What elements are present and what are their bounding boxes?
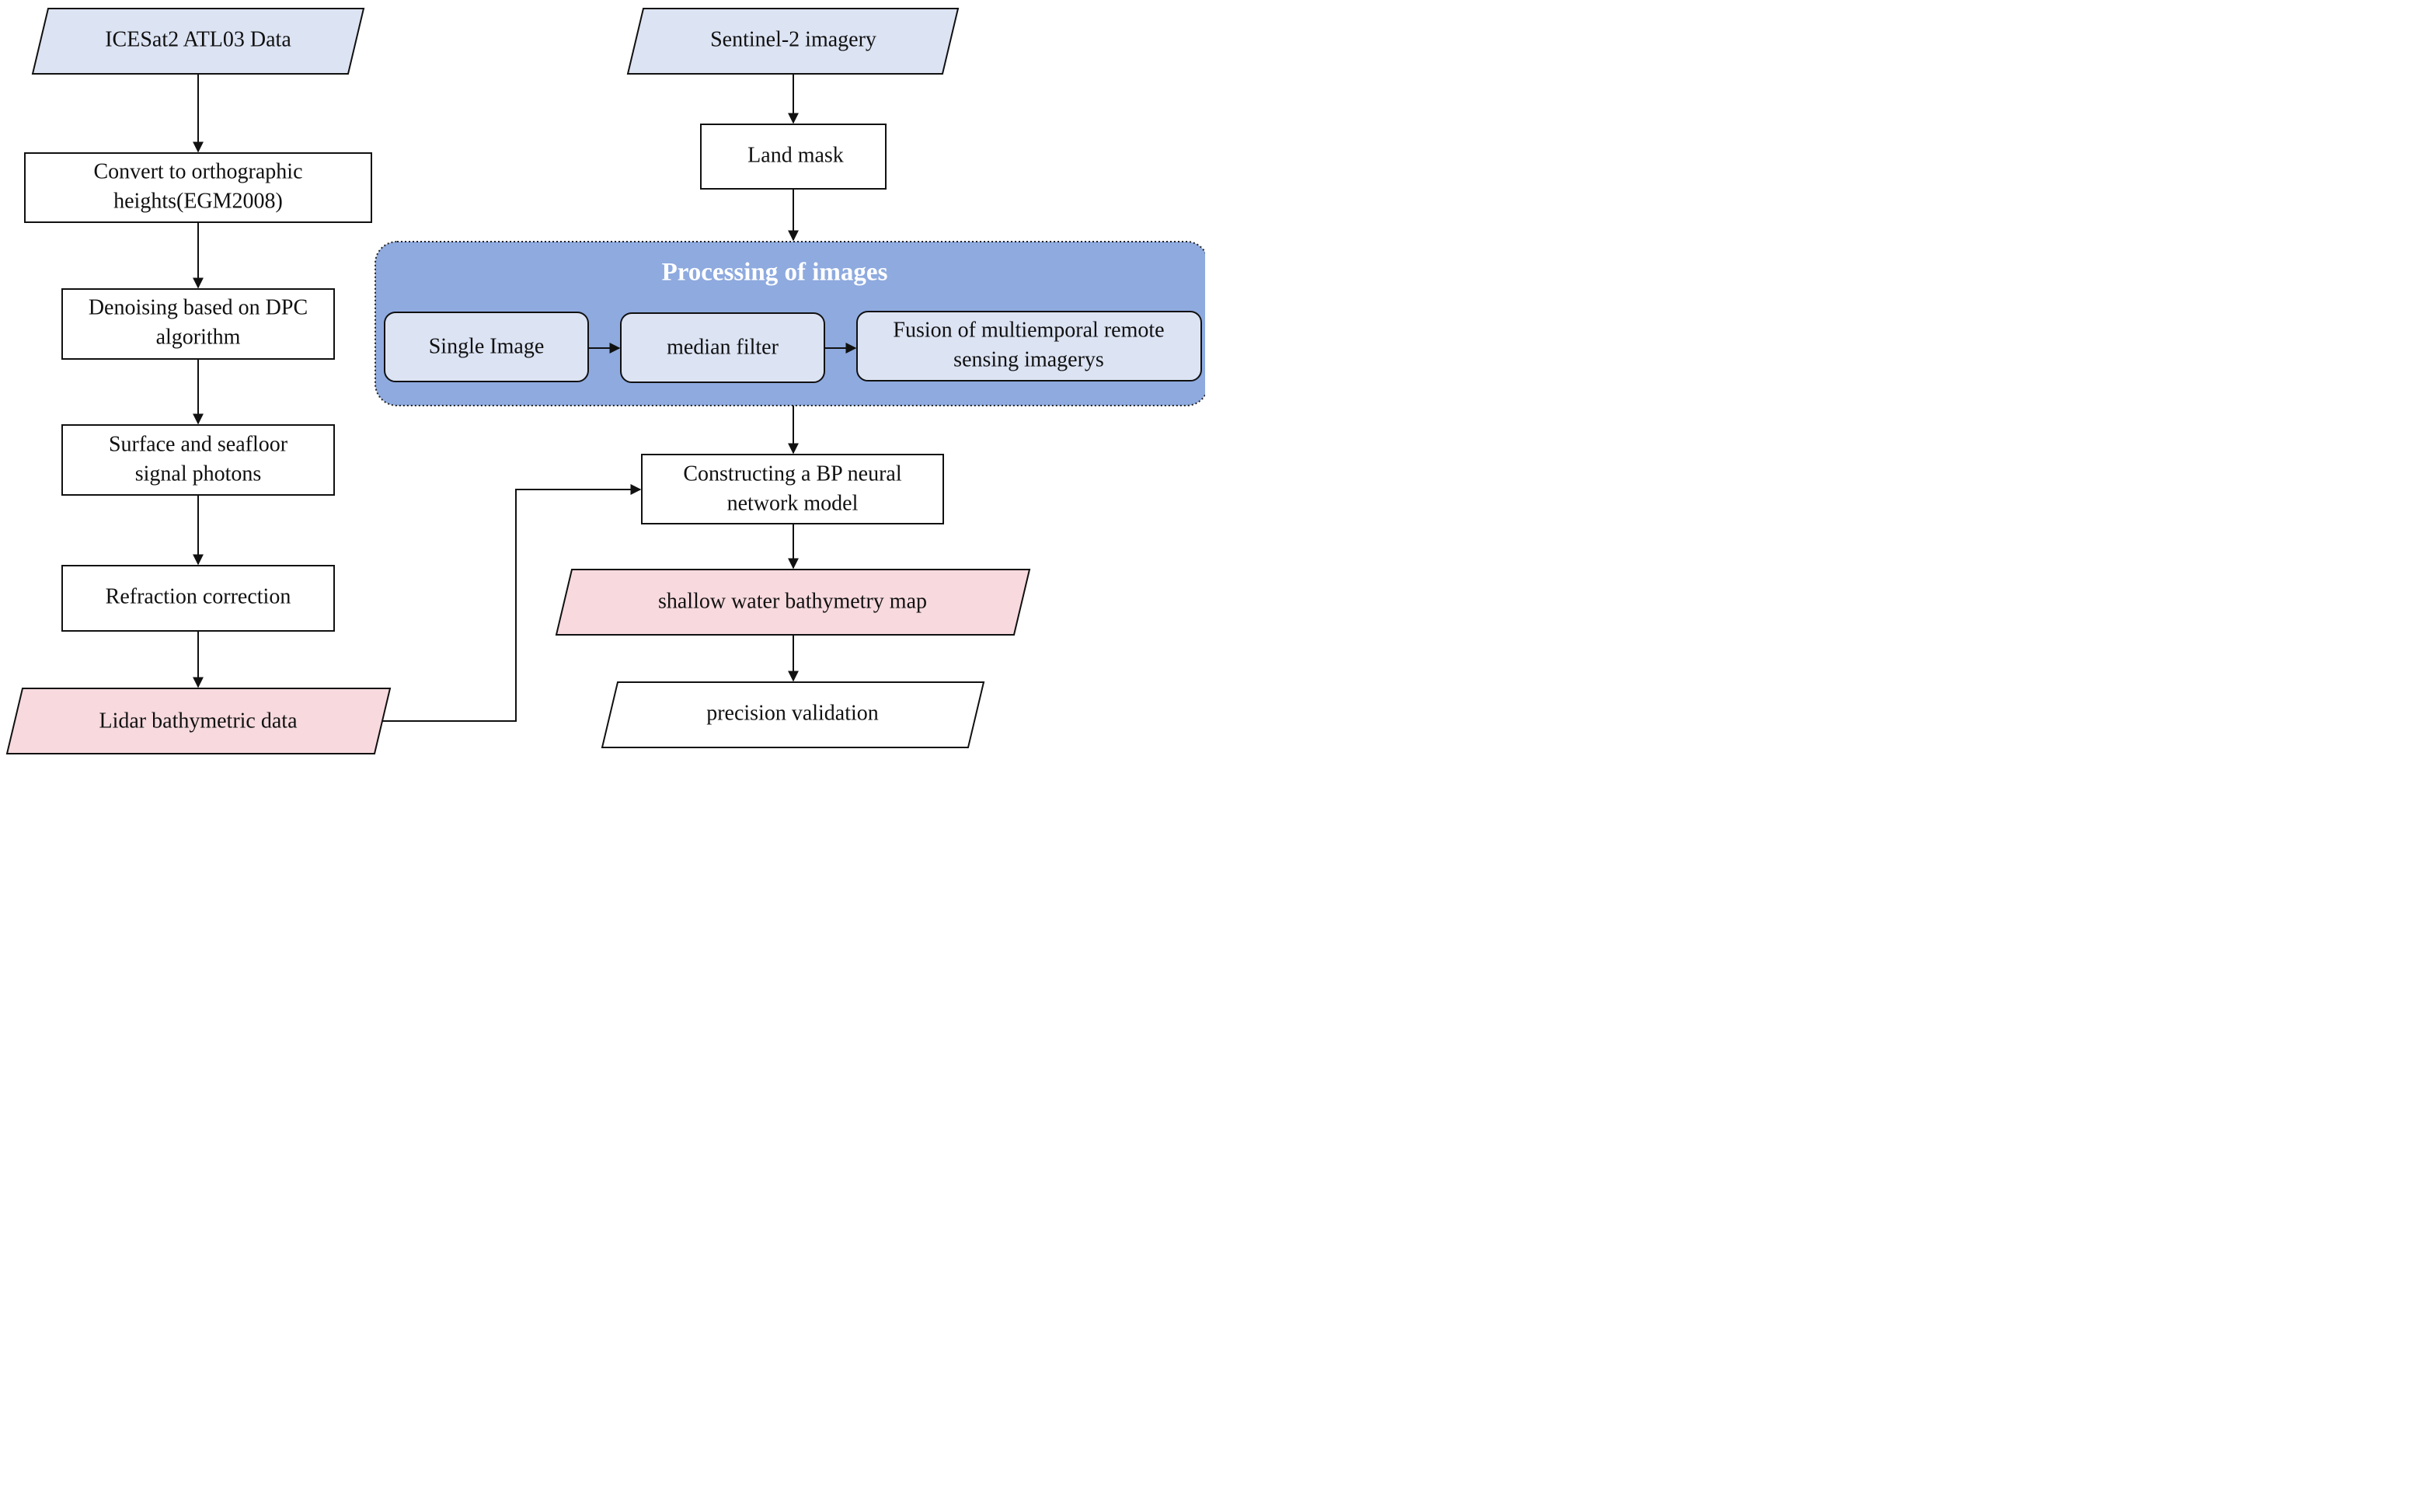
convert-heights-line1: Convert to orthographic	[93, 159, 302, 183]
processing-group: Processing of images Single Image median…	[375, 241, 1205, 406]
single-image-label: Single Image	[429, 334, 545, 358]
fusion-node: Fusion of multiemporal remote sensing im…	[856, 311, 1202, 381]
arrow-lidar-to-bp	[382, 484, 642, 722]
surface-seafloor-line2: signal photons	[135, 462, 262, 486]
median-filter-node: median filter	[620, 312, 825, 383]
icesat-data-node: ICESat2 ATL03 Data	[31, 8, 365, 75]
bathymetry-map-label: shallow water bathymetry map	[658, 589, 927, 613]
denoising-line2: algorithm	[156, 325, 241, 349]
bp-model-line1: Constructing a BP neural	[683, 462, 901, 486]
surface-seafloor-node: Surface and seafloor signal photons	[61, 424, 335, 496]
processing-group-title: Processing of images	[662, 259, 888, 287]
single-image-node: Single Image	[384, 312, 589, 382]
bp-model-line2: network model	[727, 491, 859, 515]
icesat-data-label: ICESat2 ATL03 Data	[105, 27, 291, 51]
lidar-output-node: Lidar bathymetric data	[5, 688, 392, 754]
fusion-label-line2: sensing imagerys	[953, 347, 1104, 371]
sentinel-imagery-label: Sentinel-2 imagery	[710, 27, 876, 51]
precision-validation-label: precision validation	[706, 701, 879, 725]
fusion-label-line1: Fusion of multiemporal remote	[893, 318, 1164, 342]
bathymetry-map-node: shallow water bathymetry map	[555, 569, 1031, 636]
refraction-label: Refraction correction	[106, 584, 291, 608]
flowchart-diagram: Processing of images Single Image median…	[5, 8, 1205, 754]
sentinel-imagery-node: Sentinel-2 imagery	[626, 8, 960, 75]
surface-seafloor-line1: Surface and seafloor	[109, 432, 288, 456]
flowchart-canvas: Processing of images Single Image median…	[0, 0, 1205, 756]
median-filter-label: median filter	[667, 335, 779, 359]
lidar-output-label: Lidar bathymetric data	[99, 709, 298, 733]
precision-validation-node: precision validation	[601, 681, 985, 748]
bp-model-node: Constructing a BP neural network model	[641, 454, 944, 524]
convert-heights-line2: heights(EGM2008)	[113, 189, 283, 213]
refraction-node: Refraction correction	[61, 565, 335, 632]
land-mask-node: Land mask	[700, 124, 887, 190]
convert-heights-node: Convert to orthographic heights(EGM2008)	[24, 152, 372, 223]
denoising-node: Denoising based on DPC algorithm	[61, 288, 335, 360]
land-mask-label: Land mask	[747, 143, 844, 167]
denoising-line1: Denoising based on DPC	[89, 295, 308, 319]
